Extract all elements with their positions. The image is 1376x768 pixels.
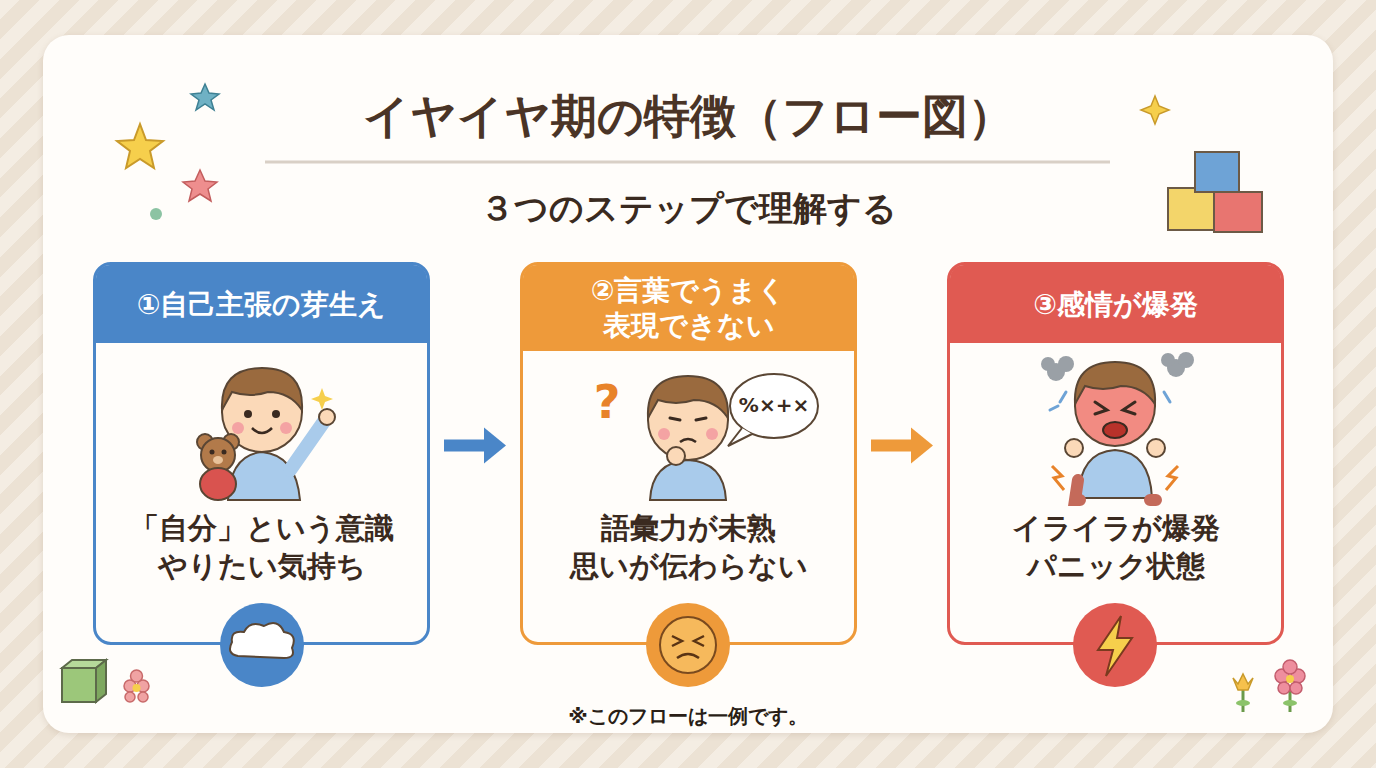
flow-arrow (871, 428, 933, 464)
frustrated-icon (646, 603, 730, 687)
lightning-icon (1073, 603, 1157, 687)
header-band: ②言葉でうまく 表現できない (523, 265, 854, 351)
caption: ※このフローは一例です。 (0, 703, 1376, 730)
flow-arrow (444, 428, 506, 464)
confused-child: ? (594, 374, 818, 500)
svg-text:?: ? (594, 375, 621, 429)
angry-child (1041, 352, 1194, 500)
header-band: ①自己主張の芽生え (96, 265, 427, 343)
step-heading: ②言葉でうまく 表現できない (537, 273, 840, 343)
label: %×+× (734, 393, 814, 417)
step-heading: ①自己主張の芽生え (137, 287, 387, 322)
step-description: イライラが爆発 パニック状態 (960, 510, 1271, 585)
thought-icon (220, 603, 304, 687)
header-band: ③感情が爆発 (950, 265, 1281, 343)
step-description: 「自分」という意識 やりたい気持ち (106, 510, 417, 585)
title: イヤイヤ期の特徴（フロー図） (0, 86, 1376, 148)
label: ３つのステップで理解する (0, 186, 1376, 232)
step-heading: ③感情が爆発 (1033, 287, 1198, 322)
happy-child (197, 368, 335, 500)
step-description: 語彙力が未熟 思いが伝わらない (533, 510, 844, 585)
